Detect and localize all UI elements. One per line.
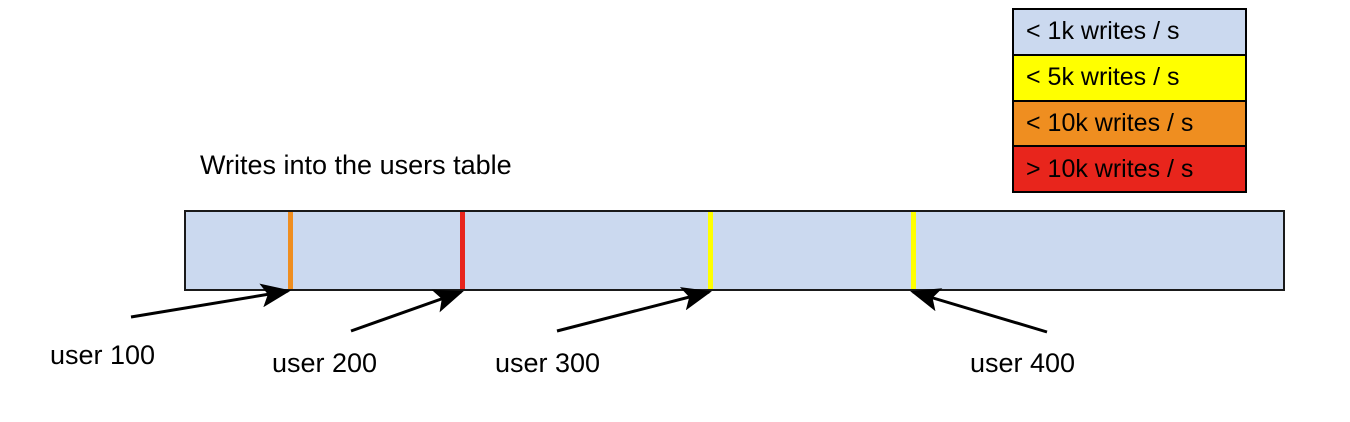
arrow-user-100 [130, 283, 291, 319]
write-rate-legend: < 1k writes / s < 5k writes / s < 10k wr… [1012, 8, 1247, 193]
user-400-stripe [911, 212, 916, 289]
user-100-stripe [288, 212, 293, 289]
bar-title: Writes into the users table [200, 150, 512, 180]
users-table-bar [184, 210, 1285, 291]
legend-row-under-1k: < 1k writes / s [1014, 10, 1245, 56]
legend-label-under-10k: < 10k writes / s [1026, 108, 1194, 137]
legend-row-under-5k: < 5k writes / s [1014, 55, 1245, 102]
arrow-user-300 [556, 287, 712, 333]
legend-label-over-10k: > 10k writes / s [1026, 154, 1194, 183]
user-200-stripe [460, 212, 465, 289]
user-300-stripe [708, 212, 713, 289]
legend-row-under-10k: < 10k writes / s [1014, 101, 1245, 148]
legend-row-over-10k: > 10k writes / s [1014, 147, 1245, 191]
arrow-user-200 [350, 289, 464, 333]
legend-label-under-1k: < 1k writes / s [1026, 17, 1180, 46]
label-user-200: user 200 [272, 348, 378, 378]
label-user-300: user 300 [495, 348, 601, 378]
legend-label-under-5k: < 5k writes / s [1026, 63, 1180, 92]
label-user-100: user 100 [50, 340, 156, 370]
label-user-400: user 400 [970, 348, 1076, 378]
arrow-user-400 [910, 288, 1048, 334]
